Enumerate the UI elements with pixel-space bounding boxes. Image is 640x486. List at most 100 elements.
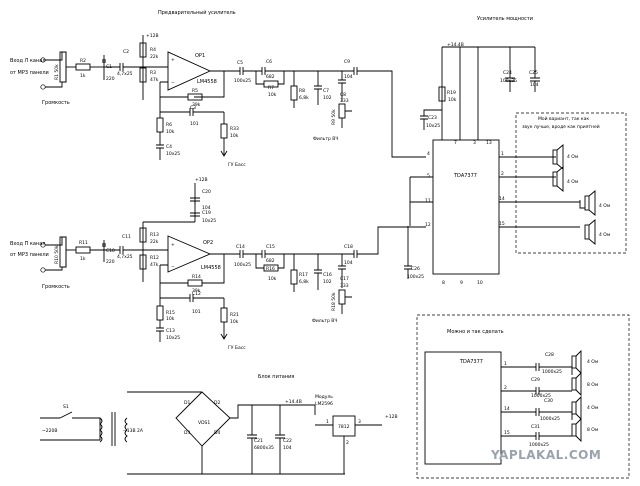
gu-bass-bottom: ГУ Басс [228,345,246,351]
alt-variant-title: Можно и так сделать [447,329,504,335]
c13-label: C13 [166,328,175,334]
alt-pin-2: 2 [504,385,507,391]
r15-value: 10k [166,316,175,322]
c12-label: C12 [192,291,201,297]
filter-top: Фильтр ВЧ [313,136,338,142]
d1-label: D1 [184,400,190,406]
r3-value: 47k [150,77,159,83]
c11-value: 4,7x25 [117,254,133,260]
v12-bottom-label: +12В [195,177,208,183]
r19-label: R19 [447,90,456,96]
c28-label: C28 [545,352,554,358]
c11-label: C11 [122,234,131,240]
c15-label: C15 [266,244,275,250]
svg-text:+: + [171,57,175,63]
r21-label: R21 [230,312,239,318]
r15-label: R15 [166,310,175,316]
c5-label: C5 [237,60,243,66]
reg-label: 7812 [338,424,350,430]
bottom-pot-label: R10 50k [54,245,60,264]
c12-value: 101 [192,309,201,315]
module-label-1: Модуль [315,394,333,400]
ohm-3: 4 Ом [599,203,610,209]
pin-8: 8 [442,280,445,286]
c9-label: C9 [344,59,350,65]
c17-label: C17 [340,276,349,282]
c26-label: C26 [411,266,420,272]
pin-14: 14 [499,196,505,202]
tda7377-alt: TDA7377 [459,359,483,365]
tda7377-main: TDA7377 [453,173,477,179]
r2-value: 1k [80,73,86,79]
r13-value: 22k [150,239,159,245]
c25-label: C25 [529,70,538,76]
c29-value: 1000x25 [531,393,551,399]
r11-value: 1k [80,256,86,262]
top-input-label-2: от MP3 панели [10,70,49,76]
transformer-label: ~13В 2А [123,428,144,434]
r7-value: 10k [268,92,277,98]
c4-value: 10x25 [166,151,180,157]
c10-label: C10 [106,248,115,254]
r8-value: 6,8k [299,95,309,101]
bottom-input-label-2: от MP3 панели [10,252,49,258]
r17-label: R17 [299,272,308,278]
r9-label: R9 50k [331,109,337,125]
r21-value: 10k [230,319,239,325]
r4-label: R4 [150,47,156,53]
power-amp-section: +14.4В R19 10k C23 10x25 C24 100x25 C25 … [404,42,627,286]
r12-label: R12 [150,255,159,261]
v14-psu: +14.4В [285,399,302,405]
r6-label: R6 [166,122,172,128]
c3-label: C3 [190,105,196,111]
r7-label: R7 [268,85,274,91]
c29-label: C29 [531,377,540,383]
d3-label: D3 [184,430,190,436]
r8-label: R8 [299,88,305,94]
r33-value: 10k [230,133,239,139]
pin-4: 4 [427,151,430,157]
r5-label: R5 [192,88,198,94]
c6-value: 682 [266,74,275,80]
my-variant-note-2: звук лучше, вроде как приятней [522,123,600,130]
alt-pin-14: 14 [504,406,510,412]
c30-value: 1000x25 [540,416,560,422]
r16-label: R16 [266,266,275,272]
c14-label: C14 [236,244,245,250]
c23-label: C23 [428,115,437,121]
alt-ohm-3: 4 Ом [587,405,598,411]
c9-value: 104 [344,74,353,80]
psu-section: S1 ~220В ~13В 2А D1 D2 D3 D4 VDS1 +14.4В… [40,391,398,475]
svg-text:+: + [171,242,175,248]
r12-value: 47k [150,262,159,268]
c16-value: 102 [323,279,332,285]
pin-2: 2 [501,171,504,177]
v12-psu: +12В [385,414,398,420]
ohm-1: 4 Ом [567,154,578,160]
d2-label: D2 [214,400,220,406]
pin-3: 3 [473,140,476,146]
alt-variant: TDA7377 1 2 14 15 C28 1000x25 C29 1000x2… [416,314,630,479]
pin-7: 7 [454,140,457,146]
alt-ohm-2: 8 Ом [587,382,598,388]
c10-value: 220 [106,259,115,265]
top-input-label-1: Вход Л канал [10,58,45,64]
reg-pin-1: 1 [326,419,329,425]
pin-9: 9 [460,280,463,286]
ohm-2: 4 Ом [567,179,578,185]
c16-label: C16 [323,272,332,278]
alt-pin-1: 1 [504,361,507,367]
preamp-title: Предварительный усилитель [158,9,236,16]
svg-text:−: − [171,81,175,86]
r14-label: R14 [192,274,201,280]
c19-label: C19 [202,210,211,216]
c20-label: C20 [202,189,211,195]
c31-value: 1000x25 [529,442,549,448]
d4-label: D4 [214,430,220,436]
top-pot-label: R1 50k [54,64,60,80]
r3-label: R3 [150,70,156,76]
c20-value: 104 [202,205,211,211]
r14-value: 39k [192,288,201,294]
c25-value: 104 [530,82,539,88]
mains-label: ~220В [42,428,57,434]
